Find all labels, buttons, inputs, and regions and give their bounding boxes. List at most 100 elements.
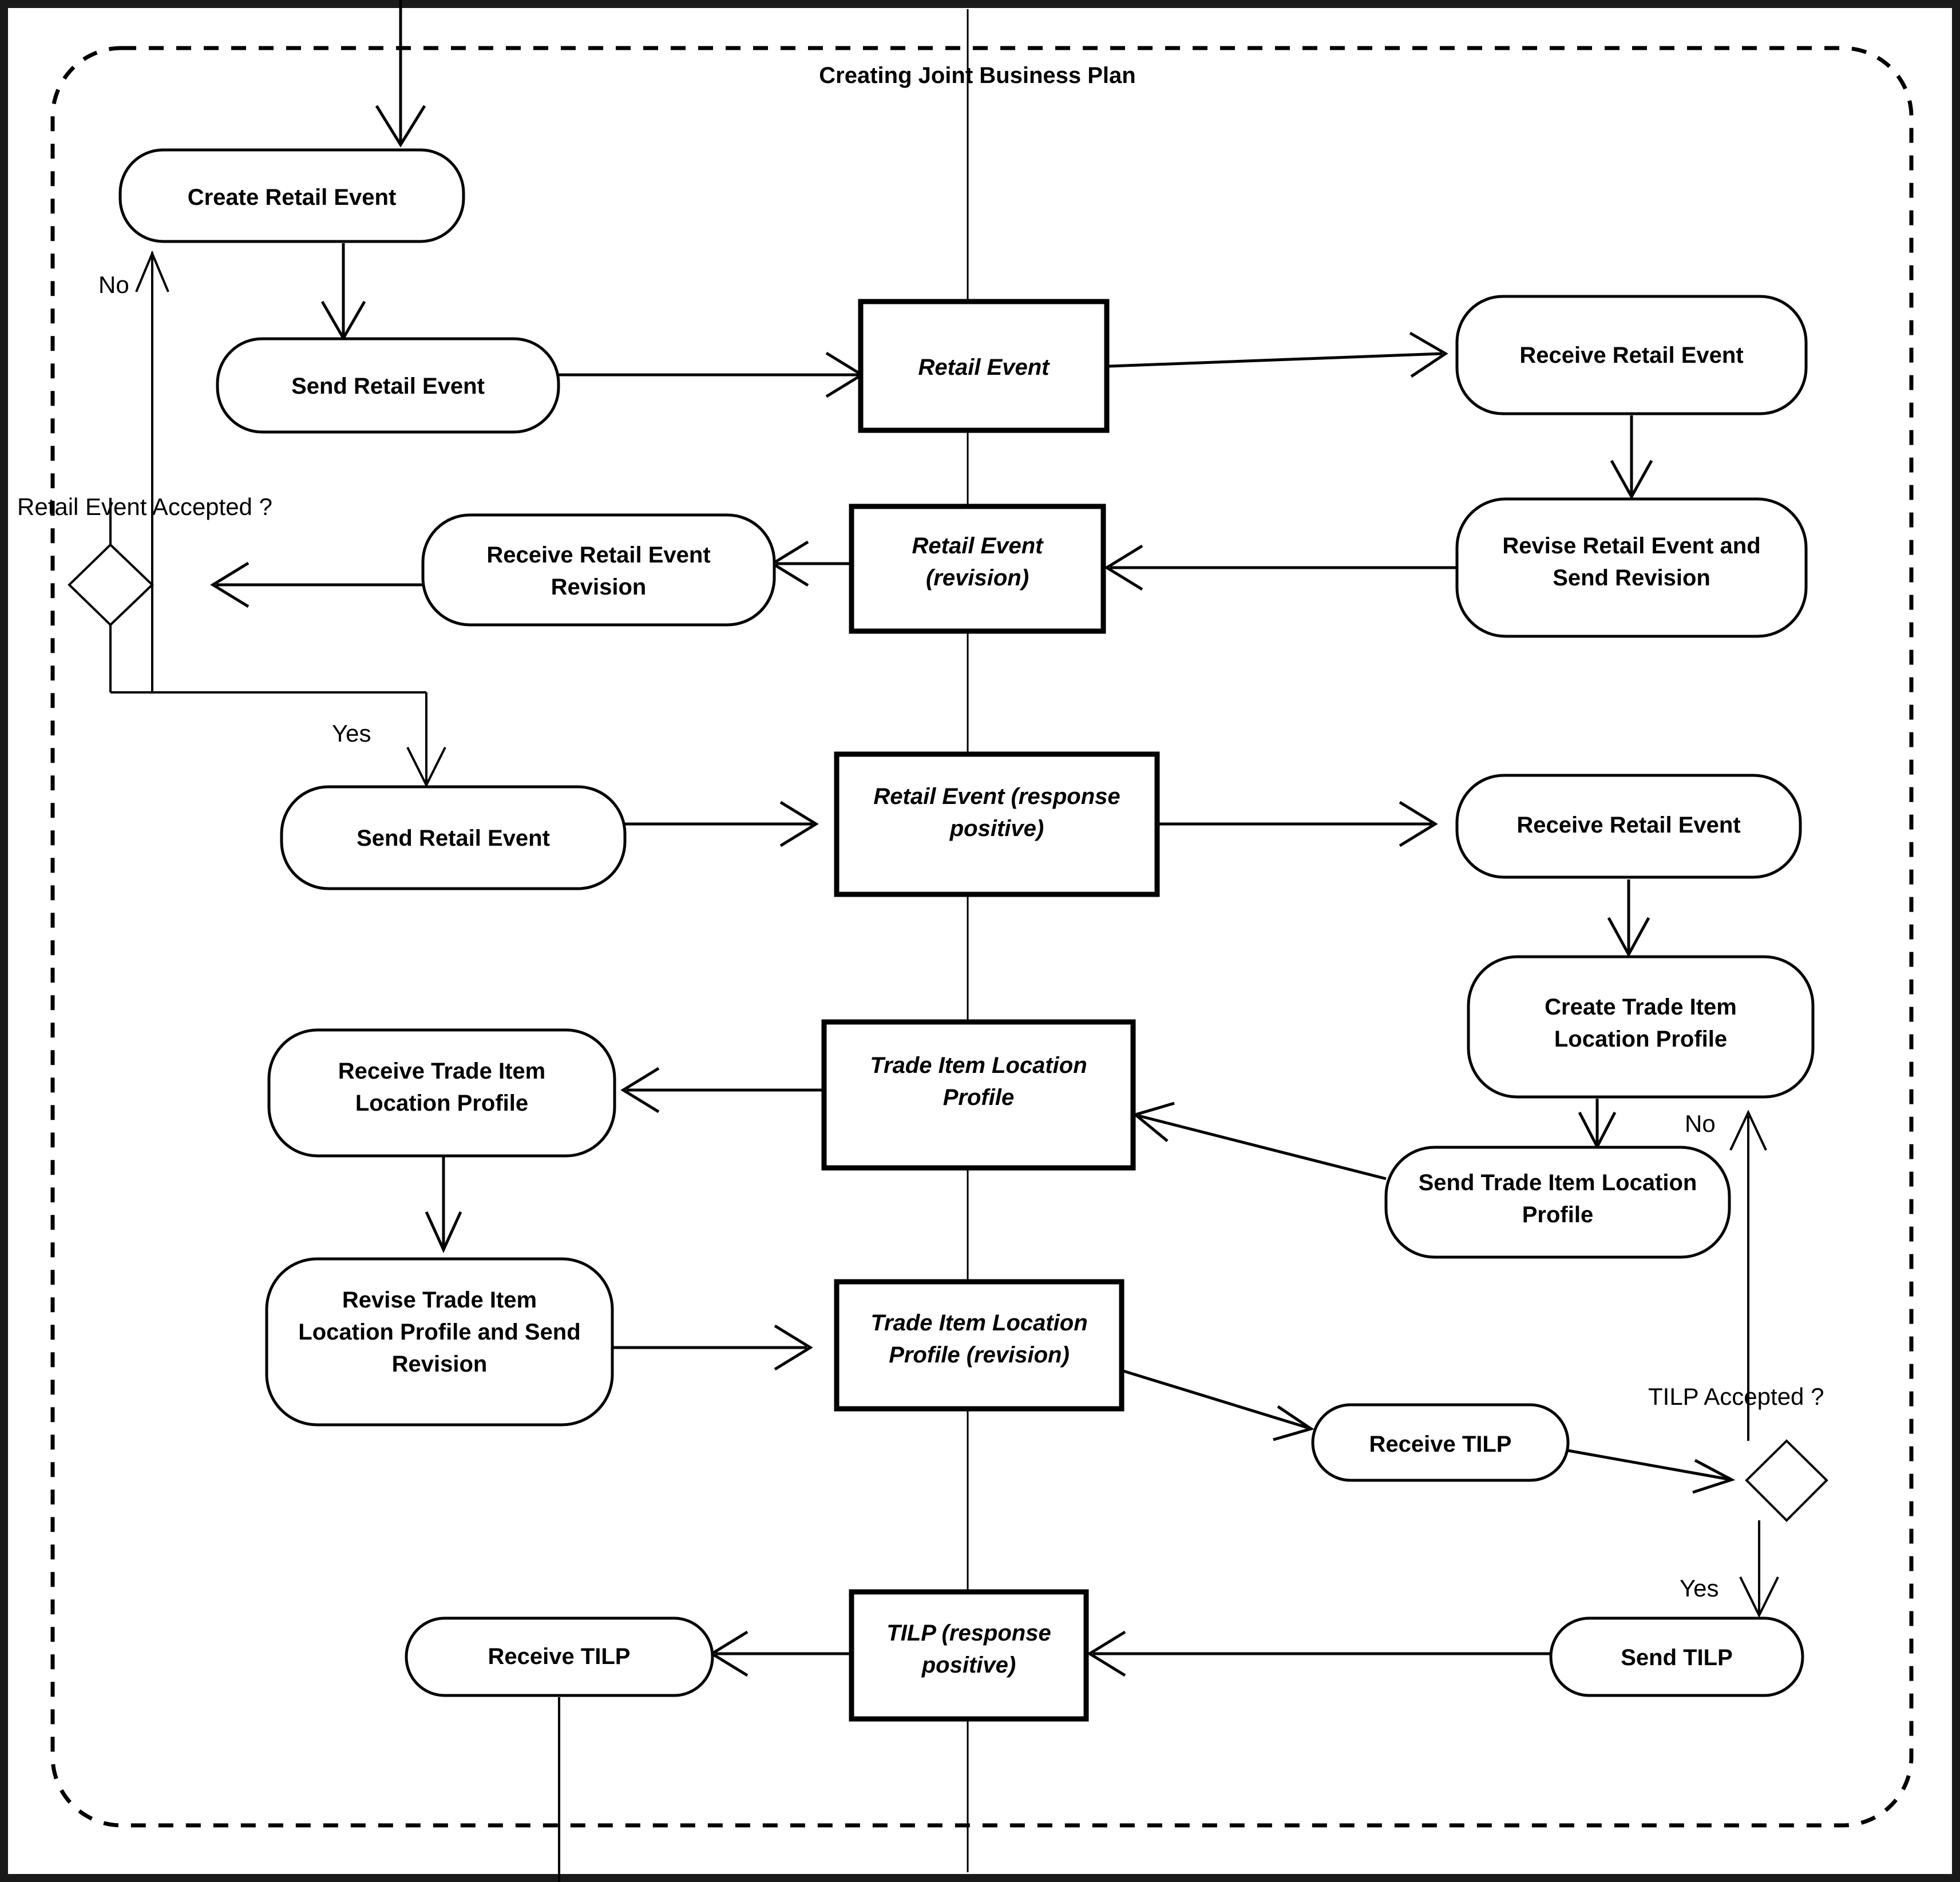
object-retail-event-response: Retail Event (response positive) <box>834 751 1160 897</box>
activity-label: Send Retail Event <box>357 826 550 851</box>
activity-label-line2: Send Revision <box>1553 565 1710 591</box>
object-tilp-revision: Trade Item Location Profile (revision) <box>834 1279 1124 1412</box>
activity-label: Send Retail Event <box>291 374 485 399</box>
edge-obj-response-to-receive-2 <box>1157 801 1438 847</box>
edge-send-tilp-to-obj-tilp <box>1132 1102 1387 1180</box>
activity-label-line2: Location Profile <box>1554 1027 1727 1052</box>
activity-label: Receive Retail Event <box>1516 813 1740 838</box>
object-shape <box>821 1019 1136 1171</box>
edge-receive-revision-to-decision <box>210 561 423 608</box>
decision-retail-event-accepted[interactable] <box>68 543 154 627</box>
activity-label: Receive TILP <box>1369 1432 1511 1457</box>
object-shape <box>834 751 1160 897</box>
activity-revise-retail-event[interactable]: Revise Retail Event and Send Revision <box>1455 497 1808 638</box>
activity-label-line2: Location Profile <box>355 1091 528 1116</box>
edge-label-no-retail: No <box>98 271 129 298</box>
decision-shape <box>68 543 154 627</box>
object-shape <box>849 1589 1089 1722</box>
edge-create-tilp-to-send-tilp <box>1578 1099 1617 1150</box>
activity-label-line2: Profile <box>1522 1202 1593 1227</box>
activity-shape <box>1455 774 1802 879</box>
decision-tilp-accepted[interactable] <box>1745 1439 1828 1522</box>
activity-label: Create Retail Event <box>188 185 397 210</box>
activity-shape <box>265 1257 614 1427</box>
activity-send-retail-event-2[interactable]: Send Retail Event <box>280 785 627 890</box>
edge-obj-tilp-revision-to-receive-tilp-1 <box>1121 1369 1314 1441</box>
activity-label-line1: Revise Trade Item <box>342 1287 537 1313</box>
object-label-line1: Retail Event <box>912 533 1044 558</box>
activity-revise-tilp[interactable]: Revise Trade Item Location Profile and S… <box>265 1257 614 1427</box>
edge-obj-to-receive-retail-event-1 <box>1108 331 1448 378</box>
edge-label-yes-retail: Yes <box>332 720 371 747</box>
activity-shape <box>421 513 776 627</box>
activity-label-line1: Receive Retail Event <box>486 542 710 568</box>
activity-label-line1: Revise Retail Event and <box>1502 533 1760 558</box>
object-shape <box>834 1279 1124 1412</box>
activity-shape <box>280 785 627 890</box>
object-label-line1: Trade Item Location <box>870 1310 1087 1336</box>
edge-obj-to-receive-retail-event-revision <box>770 540 852 587</box>
activity-label-line3: Revision <box>392 1352 488 1377</box>
object-label: Retail Event <box>918 355 1051 380</box>
activity-shape <box>118 148 465 243</box>
edge-label-no-tilp: No <box>1685 1110 1716 1137</box>
partition-boundary <box>50 46 1914 1828</box>
object-label-line2: (revision) <box>926 565 1029 591</box>
activity-shape <box>1549 1616 1804 1697</box>
object-retail-event: Retail Event <box>858 299 1110 433</box>
object-tilp-response: TILP (response positive) <box>849 1589 1089 1722</box>
object-label-line1: TILP (response <box>886 1620 1051 1646</box>
activity-receive-tilp-2[interactable]: Receive TILP <box>405 1616 714 1697</box>
decision-question-tilp: TILP Accepted ? <box>1648 1383 1824 1410</box>
edge-receive-profile-to-revise-tilp <box>425 1157 462 1254</box>
activity-label: Receive TILP <box>488 1644 630 1669</box>
partition-title: Creating Joint Business Plan <box>819 63 1135 88</box>
decision-shape <box>1745 1439 1828 1522</box>
edge-send-tilp-2-to-obj-response <box>1087 1630 1551 1677</box>
activity-shape <box>216 337 560 434</box>
edge-label-yes-tilp: Yes <box>1680 1575 1719 1602</box>
activity-label: Receive Retail Event <box>1519 343 1743 368</box>
edge-revise-tilp-to-obj-revision <box>612 1324 813 1371</box>
activity-shape <box>1384 1146 1731 1259</box>
object-label-line2: positive) <box>949 816 1044 841</box>
object-label-line2: Profile <box>943 1085 1014 1110</box>
activity-shape <box>1311 1403 1570 1482</box>
object-shape <box>858 299 1110 433</box>
object-label-line1: Trade Item Location <box>870 1053 1087 1078</box>
edge-obj-tilp-to-receive-profile <box>620 1067 824 1114</box>
activity-create-tilp[interactable]: Create Trade Item Location Profile <box>1467 955 1815 1099</box>
edge-receive-to-revise-retail-event <box>1610 415 1653 500</box>
object-tilp: Trade Item Location Profile <box>821 1019 1136 1171</box>
edge-no-loop-retail <box>109 250 169 692</box>
edge-revise-to-obj-retail-event-revision <box>1104 544 1457 591</box>
activity-receive-retail-event-2[interactable]: Receive Retail Event <box>1455 774 1802 879</box>
object-label-line2: positive) <box>921 1653 1016 1678</box>
object-label-line1: Retail Event (response <box>873 784 1120 809</box>
edge-yes-retail <box>109 625 446 788</box>
activity-shape <box>405 1616 714 1697</box>
activity-label: Send TILP <box>1621 1645 1733 1670</box>
activity-receive-retail-event-revision[interactable]: Receive Retail Event Revision <box>421 513 776 627</box>
activity-receive-tilp-1[interactable]: Receive TILP <box>1311 1403 1570 1482</box>
edge-receive-tilp-1-to-decision <box>1567 1449 1736 1494</box>
edge-receive-2-to-create-tilp <box>1607 879 1650 958</box>
activity-send-tilp-2[interactable]: Send TILP <box>1549 1616 1804 1697</box>
activity-create-retail-event[interactable]: Create Retail Event <box>118 148 465 243</box>
activity-label-line1: Create Trade Item <box>1545 995 1737 1020</box>
activity-send-retail-event-1[interactable]: Send Retail Event <box>216 337 560 434</box>
activity-label-line2: Revision <box>551 574 647 600</box>
object-label-line2: Profile (revision) <box>889 1342 1070 1368</box>
object-retail-event-revision: Retail Event (revision) <box>849 504 1106 634</box>
activity-receive-tilp-profile[interactable]: Receive Trade Item Location Profile <box>267 1028 616 1158</box>
activity-label-line2: Location Profile and Send <box>298 1320 580 1345</box>
activity-shape <box>1467 955 1815 1099</box>
activity-send-tilp-1[interactable]: Send Trade Item Location Profile <box>1384 1146 1731 1259</box>
activity-label-line1: Send Trade Item Location <box>1419 1170 1697 1195</box>
decision-question-retail: Retail Event Accepted ? <box>17 493 272 520</box>
edge-yes-tilp <box>1739 1520 1779 1618</box>
activity-receive-retail-event-1[interactable]: Receive Retail Event <box>1455 295 1808 415</box>
activity-shape <box>1455 295 1808 415</box>
